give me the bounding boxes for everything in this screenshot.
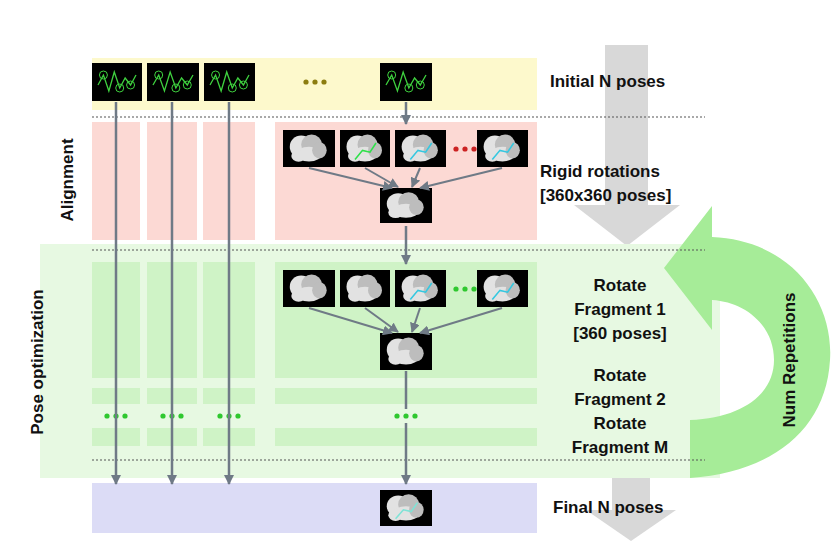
pose-thumbnail [283, 270, 335, 307]
flow-arrow [171, 102, 174, 484]
ellipsis-dot [217, 413, 222, 418]
alignment-band [92, 122, 537, 240]
pose-thumbnail [380, 333, 432, 370]
flow-arrow [405, 102, 408, 124]
flow-arrow [405, 462, 408, 484]
fragment-stripes [92, 262, 537, 446]
initial-poses-band: Initial N poses [92, 58, 700, 102]
step-label: Initial N poses [550, 70, 665, 94]
converge-arrows [309, 168, 502, 333]
final-band [92, 483, 537, 533]
pose-optimization-band: Pose optimization Rotate Fragment 1 [360 … [28, 264, 720, 462]
pose-thumbnail [147, 63, 199, 101]
section-label: Pose optimization [26, 289, 50, 434]
flow-arrow [405, 226, 408, 264]
ellipsis-dot [471, 146, 476, 151]
repeat-arrow [664, 206, 830, 478]
pose-thumbnail [380, 63, 432, 101]
ellipsis-dot [453, 286, 458, 291]
pose-thumbnail [477, 130, 528, 167]
step-label: Rotate Fragment M [555, 412, 685, 460]
flow-arrow [115, 102, 118, 484]
step-label: Rigid rotations [360x360 poses] [540, 160, 710, 208]
ellipsis-dot [394, 413, 399, 418]
ellipsis-dot [453, 146, 458, 151]
pose-thumbnail [380, 490, 432, 526]
ellipsis-dot [235, 413, 240, 418]
final-poses-band: Final N poses [92, 484, 700, 533]
ellipsis-dot [321, 79, 326, 84]
ellipsis-dot [403, 413, 408, 418]
ellipsis-dots [104, 79, 476, 418]
pose-thumbnails [92, 63, 528, 526]
pose-thumbnail [92, 63, 142, 101]
loop-label: Num Repetitions [778, 292, 802, 427]
optimization-band [40, 244, 720, 478]
step-label: Rotate Fragment 1 [360 poses] [555, 274, 685, 346]
ellipsis-dot [178, 413, 183, 418]
pose-thumbnail [340, 130, 390, 167]
ellipsis-dot [122, 413, 127, 418]
pose-thumbnail [477, 270, 528, 307]
ellipsis-dot [471, 286, 476, 291]
alignment-band: Alignment Rigid rotations [360x360 poses] [55, 124, 710, 226]
ellipsis-dot [160, 413, 165, 418]
ellipsis-dot [412, 413, 417, 418]
ellipsis-dot [312, 79, 317, 84]
pose-thumbnail [380, 188, 432, 223]
section-label: Alignment [56, 138, 80, 221]
ellipsis-dot [104, 413, 109, 418]
pose-thumbnail [204, 63, 255, 101]
pose-thumbnail [395, 270, 446, 307]
step-label: Final N poses [553, 496, 664, 520]
ellipsis-dot [462, 286, 467, 291]
pose-thumbnail [340, 270, 390, 307]
initial-band [92, 58, 537, 110]
step-label: Rotate Fragment 2 [555, 364, 685, 412]
flow-arrow [228, 102, 231, 484]
ellipsis-dot [462, 146, 467, 151]
pose-thumbnail [395, 130, 446, 167]
pose-thumbnail [283, 130, 335, 167]
ellipsis-dot [303, 79, 308, 84]
